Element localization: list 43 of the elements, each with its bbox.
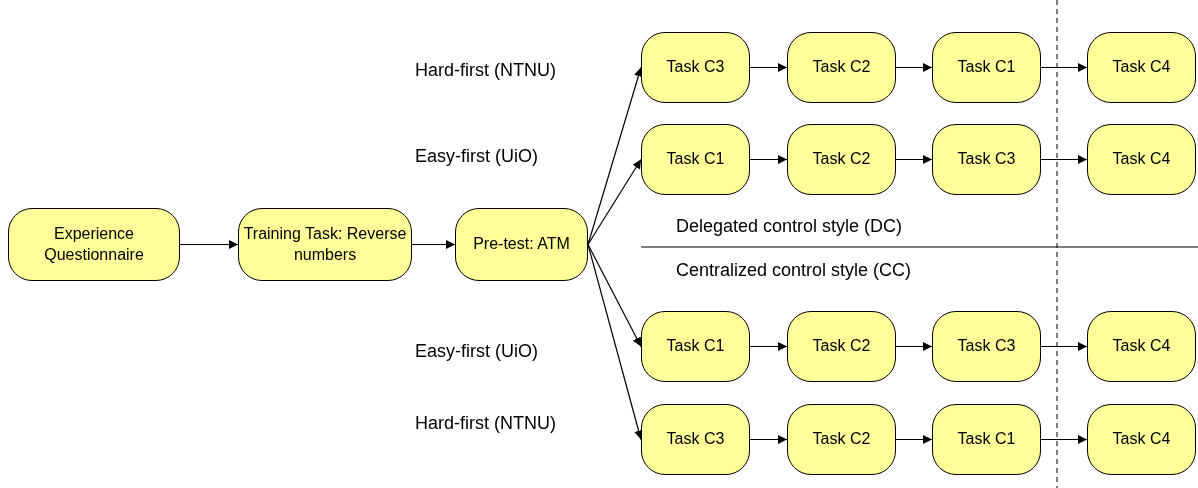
- arrow: [749, 63, 788, 72]
- arrow: [179, 240, 239, 249]
- arrow: [895, 155, 933, 164]
- arrow: [587, 243, 643, 441]
- process-box: Task C1: [932, 32, 1041, 103]
- process-box: Pre-test: ATM: [455, 208, 588, 281]
- process-box: Task C4: [1087, 32, 1196, 103]
- process-box: Experience Questionnaire: [8, 208, 180, 281]
- arrow: [895, 342, 933, 351]
- process-box: Task C4: [1087, 404, 1196, 475]
- arrow: [587, 243, 642, 348]
- process-box: Task C2: [787, 124, 896, 195]
- process-box: Task C2: [787, 404, 896, 475]
- process-box: Task C2: [787, 32, 896, 103]
- arrow: [895, 435, 933, 444]
- group-label: Hard-first (NTNU): [415, 60, 556, 81]
- arrow: [411, 240, 456, 249]
- arrow: [587, 66, 643, 246]
- group-label: Hard-first (NTNU): [415, 413, 556, 434]
- process-box: Task C3: [932, 124, 1041, 195]
- process-box: Task C4: [1087, 311, 1196, 382]
- arrow: [749, 342, 788, 351]
- process-box: Task C1: [932, 404, 1041, 475]
- arrow: [895, 63, 933, 72]
- process-box: Task C1: [641, 311, 750, 382]
- process-box: Task C3: [641, 404, 750, 475]
- arrow: [1040, 63, 1088, 72]
- group-label: Easy-first (UiO): [415, 341, 538, 362]
- arrow: [587, 158, 642, 246]
- arrow: [1040, 155, 1088, 164]
- process-box: Task C3: [641, 32, 750, 103]
- process-box: Task C2: [787, 311, 896, 382]
- process-box: Training Task: Reverse numbers: [238, 208, 412, 281]
- group-label: Easy-first (UiO): [415, 146, 538, 167]
- arrow: [749, 435, 788, 444]
- arrow: [749, 155, 788, 164]
- process-box: Task C1: [641, 124, 750, 195]
- process-box: Task C3: [932, 311, 1041, 382]
- process-box: Task C4: [1087, 124, 1196, 195]
- arrow: [1040, 435, 1088, 444]
- arrow: [1040, 342, 1088, 351]
- section-label: Delegated control style (DC): [676, 216, 903, 237]
- section-label: Centralized control style (CC): [676, 260, 912, 281]
